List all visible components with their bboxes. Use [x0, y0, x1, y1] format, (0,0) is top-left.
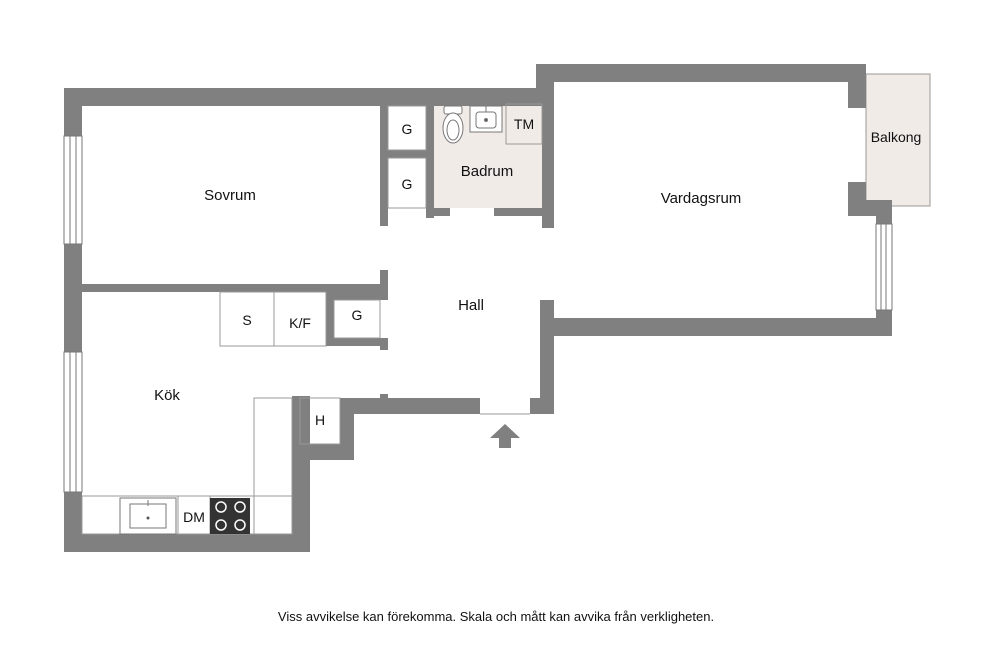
- window-living: [875, 223, 893, 311]
- balcony-floor: [865, 73, 931, 207]
- basin-icon: [469, 105, 503, 133]
- fixture-label-fridge-freezer: K/F: [289, 315, 311, 331]
- fixture-outlines: [81, 103, 543, 535]
- room-label-kok: Kök: [154, 387, 180, 404]
- stove-icon: [210, 498, 250, 534]
- sink-icon: [119, 497, 177, 535]
- fixture-label-wardrobe-hall: G: [352, 307, 363, 323]
- window-bedroom: [63, 135, 83, 245]
- fixture-label-wardrobe-top: G: [402, 121, 413, 137]
- fixture-label-dishwasher: DM: [183, 509, 205, 525]
- fixture-label-shelf: H: [315, 412, 325, 428]
- fixture-label-storage: S: [242, 312, 251, 328]
- toilet-icon: [442, 105, 464, 144]
- fixture-label-washer: TM: [514, 116, 534, 132]
- room-label-vardagsrum: Vardagsrum: [661, 190, 742, 207]
- room-label-balkong: Balkong: [871, 129, 922, 145]
- disclaimer-text: Viss avvikelse kan förekomma. Skala och …: [277, 609, 715, 624]
- arrow-up-icon: [490, 424, 520, 448]
- room-label-hall: Hall: [458, 297, 484, 314]
- room-label-sovrum: Sovrum: [204, 187, 256, 204]
- room-label-badrum: Badrum: [461, 163, 514, 180]
- window-kitchen: [63, 351, 83, 493]
- windows: [63, 135, 893, 493]
- fixture-label-wardrobe-mid: G: [402, 176, 413, 192]
